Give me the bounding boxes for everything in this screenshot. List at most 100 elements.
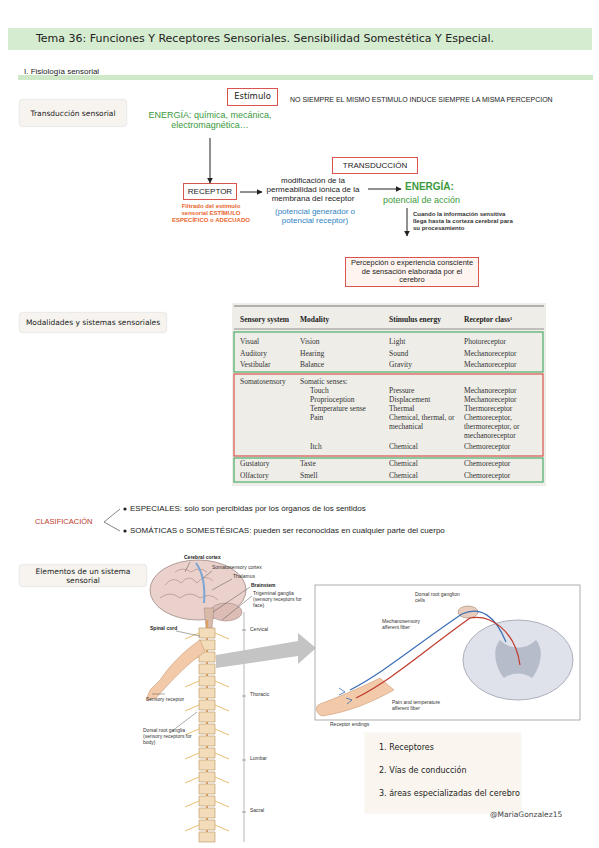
anatomy-label: Brainstem bbox=[251, 583, 291, 589]
list-box: 1. Receptores2. Vías de conducción3. áre… bbox=[365, 733, 521, 813]
table-cell: Chemical bbox=[389, 442, 461, 451]
table-cell: Hearing bbox=[300, 349, 380, 358]
table-cell: Chemoreceptor bbox=[464, 471, 542, 480]
anatomy-label: Trigeminal ganglia (sensory receptors fo… bbox=[253, 591, 303, 608]
group-outline bbox=[234, 374, 543, 456]
anatomy-label: Mechanosensory afferent fiber bbox=[382, 619, 432, 631]
table-cell: Chemoreceptor bbox=[464, 459, 542, 468]
table-rule bbox=[234, 329, 544, 330]
table-cell: Taste bbox=[300, 459, 380, 468]
flow-arrow bbox=[368, 189, 401, 190]
table-cell: Chemoreceptor, thermoreceptor, or mechan… bbox=[464, 413, 542, 440]
anatomy-label: Somatosensory cortex bbox=[212, 565, 282, 571]
table-cell: Sound bbox=[389, 349, 461, 358]
table-cell: Visual bbox=[240, 337, 298, 346]
node-text: Percepción o experiencia consciente de s… bbox=[349, 259, 475, 285]
table-cell: Smell bbox=[300, 471, 380, 480]
table-cell: Pressure bbox=[389, 386, 461, 395]
table-cell: Proprioception bbox=[310, 395, 385, 404]
table-cell: Gustatory bbox=[240, 459, 298, 468]
title-band bbox=[8, 28, 592, 50]
table-cell: Chemical, thermal, or mechanical bbox=[389, 413, 461, 431]
leader-lines bbox=[152, 562, 252, 731]
node-text: RECEPTOR bbox=[188, 187, 232, 196]
finger bbox=[316, 678, 394, 716]
somatosensory-strip bbox=[196, 563, 204, 603]
node-text: TRANSDUCCIÓN bbox=[343, 161, 407, 170]
table-cell: Balance bbox=[300, 360, 380, 369]
table-cell: Auditory bbox=[240, 349, 298, 358]
table-header: Sensory system bbox=[240, 316, 298, 325]
arm bbox=[146, 640, 205, 700]
energy-heading: ENERGÍA: bbox=[405, 181, 465, 193]
result-box: Percepción o experiencia consciente de s… bbox=[345, 257, 479, 287]
table-cell: Temperature sense bbox=[310, 404, 385, 413]
table-rule bbox=[234, 306, 544, 307]
bullet bbox=[123, 507, 126, 510]
anatomy-label: Dorsal root ganglion cells bbox=[415, 592, 465, 604]
note-text: Cuando la información sensitiva llega ha… bbox=[413, 211, 513, 232]
table-cell: Mechanoreceptor bbox=[464, 386, 542, 395]
section-heading: I. Fisiología sensorial bbox=[24, 67, 224, 76]
section-label: Elementos de un sistema sensorial bbox=[20, 565, 146, 586]
note-text: Filtrado del estimulo sensorial ESTÍMULO… bbox=[170, 203, 252, 224]
anatomy-label: Cerebral cortex bbox=[184, 555, 244, 561]
mechanosensory-fiber bbox=[350, 611, 506, 690]
gray-matter bbox=[495, 640, 541, 678]
brain-gyri bbox=[160, 569, 218, 600]
anatomy-label: Thalamus bbox=[233, 574, 273, 580]
table-cell: Chemical bbox=[389, 471, 461, 480]
node-text: 2. Vías de conducción bbox=[379, 766, 521, 775]
anatomy-label: Sensory receptor bbox=[146, 697, 196, 703]
table-cell: Somatosensory bbox=[240, 377, 302, 386]
stimulus-box: EstímuloENERGÍA: química, mecánica, elec… bbox=[145, 88, 275, 138]
table-cell: Thermoreceptor bbox=[464, 404, 542, 413]
watermark: @MariaGonzalez15 bbox=[490, 811, 590, 820]
flow-arrow bbox=[240, 192, 262, 193]
table-cell: Light bbox=[389, 337, 461, 346]
group-outline bbox=[234, 458, 543, 482]
description-text: modificación de la permeabilidad iónica … bbox=[259, 176, 367, 204]
table-cell: Mechanoreceptor bbox=[464, 395, 542, 404]
section-label: Transducción sensorial bbox=[20, 100, 126, 126]
flow-arrow bbox=[407, 208, 408, 236]
receptor-endings bbox=[339, 688, 352, 704]
table-cell: Chemoreceptor bbox=[464, 442, 542, 451]
bullet-text: SOMÁTICAS o SOMESTÉSICAS: pueden ser rec… bbox=[130, 526, 570, 535]
description-text: (potencial generador o potencial recepto… bbox=[263, 207, 367, 225]
table-cell: Photoreceptor bbox=[464, 337, 542, 346]
anatomy-label: Spinal cord bbox=[150, 626, 190, 632]
spinal-cross-section bbox=[463, 620, 573, 700]
table-cell: Chemical bbox=[389, 459, 461, 468]
table-header: Stimulus energy bbox=[389, 316, 461, 325]
table-header: Modality bbox=[300, 316, 380, 325]
energy-text: potencial de acción bbox=[383, 195, 473, 205]
table-cell: Olfactory bbox=[240, 471, 298, 480]
node-text: Transducción sensorial bbox=[30, 109, 115, 118]
section-underline bbox=[18, 75, 593, 80]
table-cell: Vision bbox=[300, 337, 380, 346]
pain-fiber bbox=[356, 617, 520, 698]
node-text: 1. Receptores bbox=[379, 743, 521, 752]
table-cell: Mechanoreceptor bbox=[464, 349, 542, 358]
section-label: Modalidades y sistemas sensoriales bbox=[20, 313, 166, 332]
flow-arrow bbox=[210, 138, 211, 183]
node-text: ENERGÍA: química, mecánica, electromagné… bbox=[145, 110, 275, 131]
node-text: Modalidades y sistemas sensoriales bbox=[26, 318, 160, 327]
bracket bbox=[104, 509, 120, 531]
anatomy-label: Receptor endings bbox=[330, 722, 375, 728]
table-header: Receptor class¹ bbox=[464, 316, 542, 325]
region-bracket bbox=[244, 612, 245, 842]
anatomy-label: Dorsal root ganglia (sensory receptors f… bbox=[143, 728, 198, 745]
table-cell: Vestibular bbox=[240, 360, 298, 369]
table-cell: Somatic senses: bbox=[300, 377, 380, 386]
table-background bbox=[232, 303, 546, 486]
process-box: TRANSDUCCIÓN bbox=[332, 157, 418, 174]
note-text: NO SIEMPRE EL MISMO ESTIMULO INDUCE SIEM… bbox=[290, 96, 590, 104]
table-cell: Itch bbox=[310, 442, 385, 451]
anatomy-label: Sacral bbox=[250, 808, 290, 814]
zoom-box bbox=[315, 585, 580, 720]
